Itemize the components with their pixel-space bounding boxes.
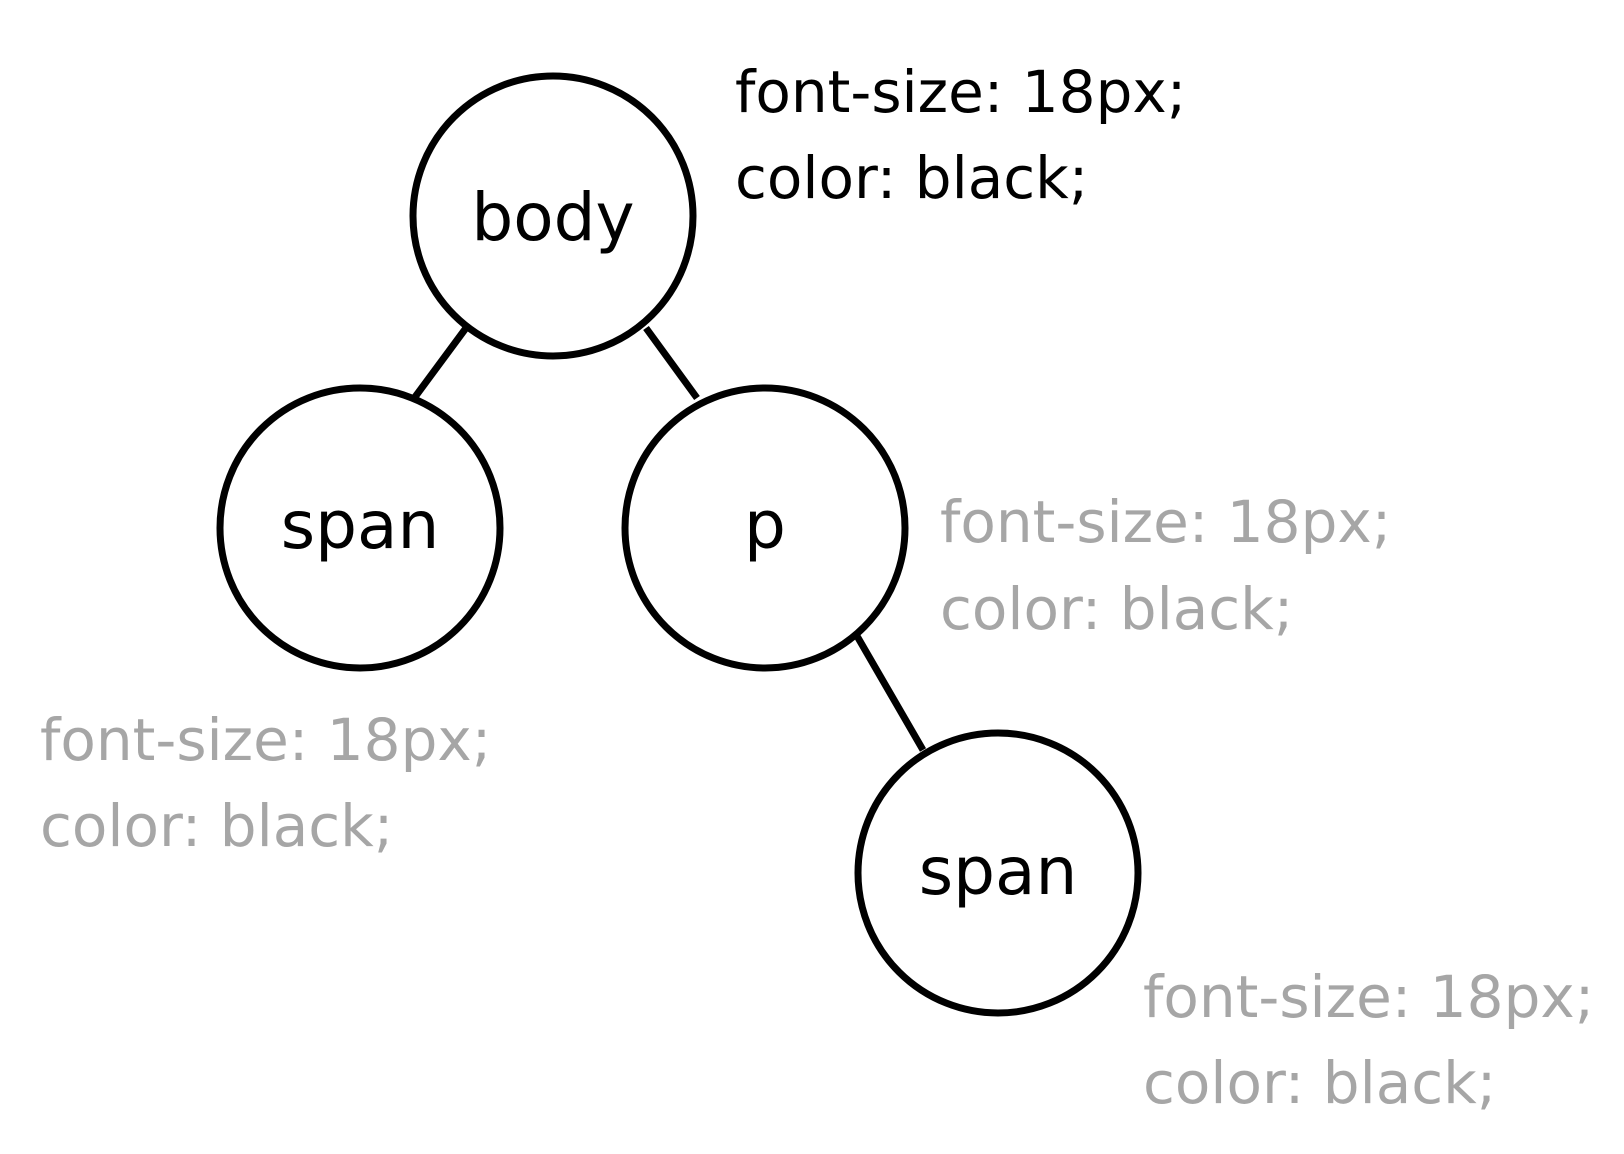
style-block-body: font-size: 18px; color: black;	[735, 58, 1186, 212]
edge-body-p	[643, 325, 700, 401]
node-body: body	[409, 72, 697, 360]
node-body-label: body	[471, 179, 634, 256]
node-p: p	[621, 384, 909, 672]
style-span-right-font-size: font-size: 18px;	[1143, 963, 1594, 1031]
style-block-p: font-size: 18px; color: black;	[940, 488, 1391, 643]
node-p-circle	[621, 384, 909, 672]
style-block-span-left: font-size: 18px; color: black;	[40, 706, 491, 860]
node-span-right: span	[854, 729, 1142, 1017]
style-body-color: color: black;	[735, 144, 1088, 212]
node-span-right-label: span	[919, 833, 1078, 910]
node-span-left-circle	[216, 384, 504, 672]
node-span-left: span	[216, 384, 504, 672]
edge-p-span-right	[853, 634, 927, 752]
style-p-color: color: black;	[940, 575, 1293, 643]
style-span-left-font-size: font-size: 18px;	[40, 706, 491, 774]
style-p-font-size: font-size: 18px;	[940, 488, 1391, 556]
style-block-span-right: font-size: 18px; color: black;	[1143, 963, 1594, 1117]
node-body-circle	[409, 72, 697, 360]
node-p-label: p	[744, 487, 786, 564]
style-body-font-size: font-size: 18px;	[735, 58, 1186, 126]
style-span-left-color: color: black;	[40, 792, 393, 860]
style-span-right-color: color: black;	[1143, 1049, 1496, 1117]
edge-body-span-left	[412, 325, 469, 400]
node-span-right-circle	[854, 729, 1142, 1017]
node-span-left-label: span	[281, 487, 440, 564]
